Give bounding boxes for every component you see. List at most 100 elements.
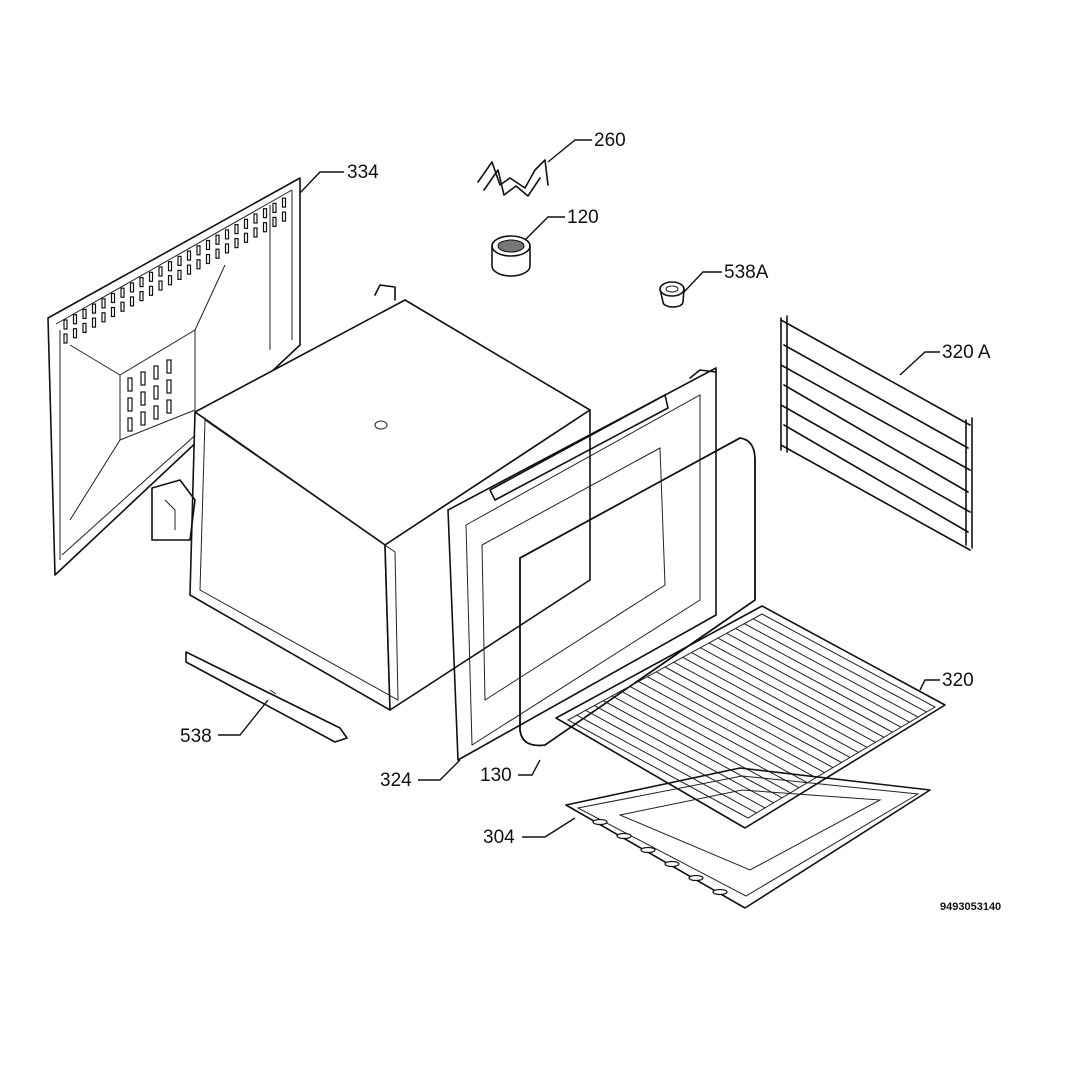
vent-slot: [243, 218, 249, 229]
vent-slot: [101, 312, 106, 323]
vent-slot: [72, 314, 78, 325]
vent-slot: [167, 275, 173, 286]
shelf-wire: [603, 700, 783, 799]
tray-slot: [664, 860, 680, 868]
shelf-wire: [611, 695, 791, 794]
tray-slot: [616, 832, 632, 840]
shelf-wire: [744, 623, 919, 718]
vent-slot: [196, 245, 201, 256]
vent-slot: [262, 222, 268, 233]
vent-slot: [234, 238, 239, 249]
shelf-wire: [647, 676, 825, 774]
vent-slot: [224, 229, 230, 240]
front-frame-324: [447, 367, 717, 761]
tray-slot: [688, 874, 704, 882]
callout-334: 334: [347, 162, 379, 183]
shelf-wire: [576, 714, 757, 814]
vent-slot: [281, 197, 287, 208]
vent-slot: [148, 285, 154, 296]
side-strip-538: [185, 651, 348, 743]
callout-260: 260: [594, 130, 626, 151]
vent-slot: [205, 239, 211, 251]
callout-538a: 538A: [724, 262, 769, 283]
shelf-wire: [717, 637, 893, 733]
vent-slot: [243, 232, 249, 243]
vent-slot: [281, 211, 287, 222]
vent-slot: [127, 417, 133, 432]
shelf-wire: [629, 685, 808, 784]
shelf-wire: [664, 666, 842, 763]
callout-130: 130: [480, 765, 512, 786]
spring-clip-260: [477, 159, 549, 197]
vent-slot: [205, 253, 211, 265]
tray-slot: [640, 846, 656, 854]
vent-slot: [139, 277, 144, 288]
vent-slot: [110, 306, 116, 318]
tray-slot: [712, 888, 728, 896]
vent-slot: [120, 287, 125, 298]
vent-slot: [262, 208, 268, 219]
vent-slot: [186, 264, 192, 275]
vent-slot: [153, 405, 159, 420]
vent-slot: [153, 385, 159, 400]
vent-slot: [158, 266, 163, 277]
callout-324: 324: [380, 770, 412, 791]
shelf-wire: [673, 661, 851, 758]
shelf-wire: [708, 642, 885, 738]
shelf-wire: [691, 652, 868, 748]
vent-slot: [167, 261, 173, 272]
vent-slot: [140, 411, 146, 426]
vent-slot: [186, 250, 192, 261]
oven-cavity: [151, 284, 591, 711]
vent-slot: [127, 397, 133, 412]
shelf-wire: [726, 632, 902, 728]
lamp-cover-120: [491, 235, 531, 277]
tray-slot: [592, 818, 608, 826]
shelf-wire: [682, 656, 859, 753]
callout-538: 538: [180, 726, 212, 747]
vent-slot: [127, 377, 133, 392]
vent-slot: [91, 303, 97, 314]
vent-slot: [129, 282, 135, 293]
shelf-wire: [638, 681, 817, 779]
baking-tray-304: [565, 767, 931, 909]
vent-slot: [272, 202, 277, 213]
vent-slot: [63, 333, 68, 344]
shelf-wire: [585, 709, 766, 809]
vent-slot: [166, 359, 172, 374]
vent-slot: [272, 216, 277, 227]
vent-slot: [63, 319, 68, 330]
vent-slot: [82, 322, 87, 333]
vent-slot: [196, 259, 201, 270]
vent-slot: [82, 308, 87, 319]
vent-slot: [166, 399, 172, 414]
shelf-support-rail-320a: [780, 315, 973, 551]
drawing-code: 9493053140: [940, 901, 1001, 913]
shelf-wire: [752, 618, 927, 713]
vent-slot: [253, 227, 258, 238]
shelf-wire: [655, 671, 834, 768]
leader-lines: [218, 139, 940, 838]
vent-slot: [253, 213, 258, 224]
vent-slot: [110, 292, 116, 304]
vent-slot: [72, 328, 78, 339]
vent-slot: [140, 391, 146, 406]
vent-slot: [91, 317, 97, 328]
vent-slot: [215, 248, 220, 259]
wire-shelf-320: [555, 605, 946, 829]
vent-slot: [129, 296, 135, 307]
shelf-wire: [735, 628, 910, 723]
vent-slot: [224, 243, 230, 254]
callout-320: 320: [942, 670, 974, 691]
vent-slot: [139, 291, 144, 302]
shelf-wire: [594, 705, 774, 804]
vent-slot: [177, 269, 182, 280]
vent-slot: [153, 365, 159, 380]
rear-panel-334: [47, 177, 301, 576]
vent-slot: [140, 371, 146, 386]
vent-slot: [148, 271, 154, 282]
callout-labels: 260 334 120 538A 320 A 320 538 324 130 3…: [180, 130, 1001, 913]
vent-slot: [177, 255, 182, 266]
vent-slot: [234, 224, 239, 235]
